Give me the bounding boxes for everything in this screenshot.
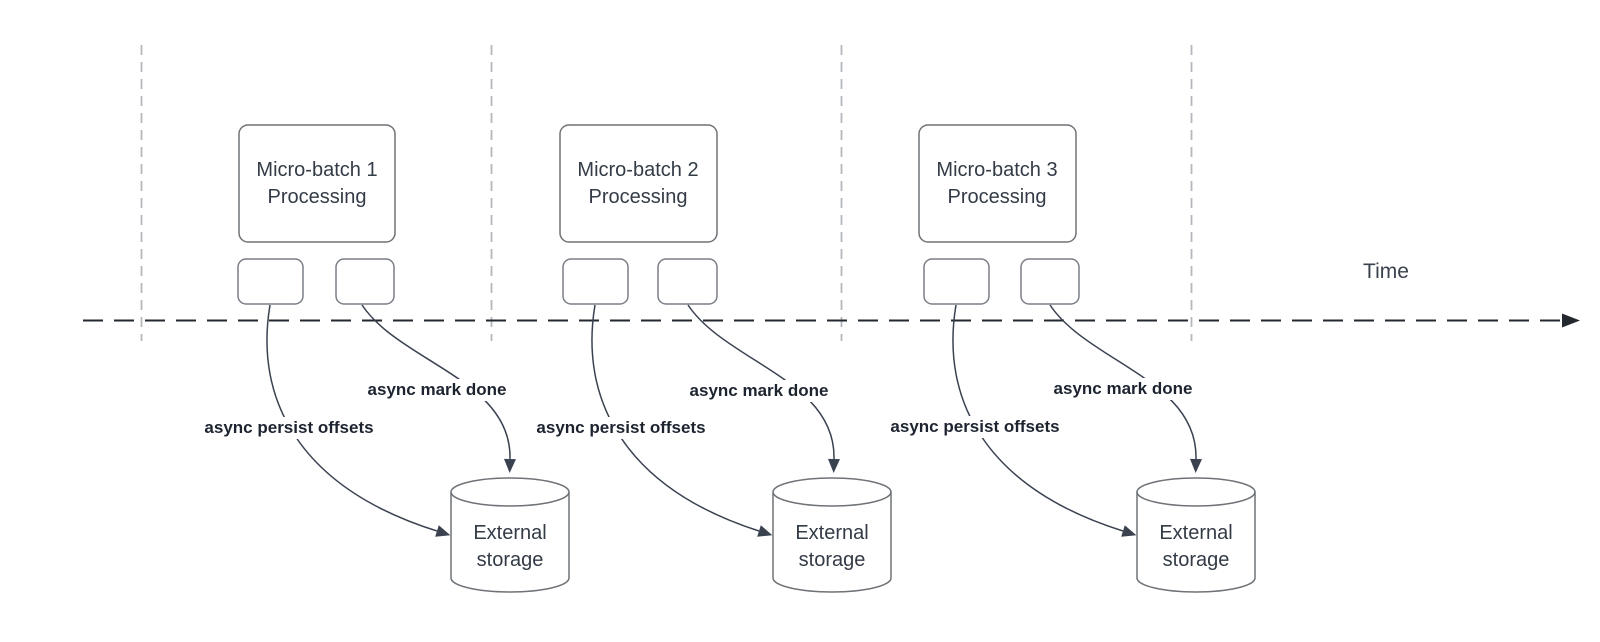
mb1-mark-arrow — [361, 304, 516, 473]
mb1-processing-box — [238, 124, 396, 243]
mb3-box-line2: Processing — [947, 185, 1047, 208]
mb1-persist-task-rect — [237, 258, 304, 305]
mb1-mark-task-rect — [335, 258, 395, 305]
mb2-storage-line2: storage — [798, 549, 866, 571]
mb1-mark-label: async mark done — [363, 379, 511, 401]
mb3-storage-label: External storage — [1137, 478, 1255, 604]
mb1-processing-label: Micro-batch 1 Processing — [239, 125, 395, 242]
mb1-persist-label: async persist offsets — [200, 417, 378, 439]
mb2-mark-label: async mark done — [685, 380, 833, 402]
mb3-processing-box — [918, 124, 1077, 243]
mb3-storage-cylinder — [1136, 477, 1256, 593]
mb3-mark-task-rect — [1020, 258, 1080, 305]
time-axis-label: Time — [1363, 260, 1409, 283]
mb2-storage-label: External storage — [773, 478, 891, 604]
mb2-mark-task-rect — [657, 258, 718, 305]
mb1-storage-cylinder — [450, 477, 570, 593]
mb1-storage-label: External storage — [451, 478, 569, 604]
mb1-box-line1: Micro-batch 1 — [256, 158, 378, 181]
mb1-storage-line1: External — [473, 522, 547, 544]
mb3-storage-line2: storage — [1162, 549, 1230, 571]
mb2-storage-cylinder — [772, 477, 892, 593]
mb3-mark-label: async mark done — [1049, 378, 1197, 400]
mb3-persist-task-rect — [923, 258, 990, 305]
mb2-storage-line1: External — [795, 522, 869, 544]
mb2-box-line2: Processing — [588, 185, 688, 208]
mb3-mark-arrow — [1049, 304, 1202, 473]
mb3-box-line1: Micro-batch 3 — [936, 158, 1058, 181]
mb3-processing-label: Micro-batch 3 Processing — [919, 125, 1075, 242]
mb2-persist-task-rect — [562, 258, 629, 305]
mb2-processing-label: Micro-batch 2 Processing — [560, 125, 716, 242]
mb2-box-line1: Micro-batch 2 — [577, 158, 699, 181]
mb3-storage-line1: External — [1159, 522, 1233, 544]
mb2-mark-arrow — [687, 304, 840, 473]
mb2-persist-label: async persist offsets — [532, 417, 710, 439]
mb3-persist-label: async persist offsets — [886, 416, 1064, 438]
mb2-processing-box — [559, 124, 718, 243]
mb1-storage-line2: storage — [476, 549, 544, 571]
mb1-box-line2: Processing — [267, 185, 367, 208]
